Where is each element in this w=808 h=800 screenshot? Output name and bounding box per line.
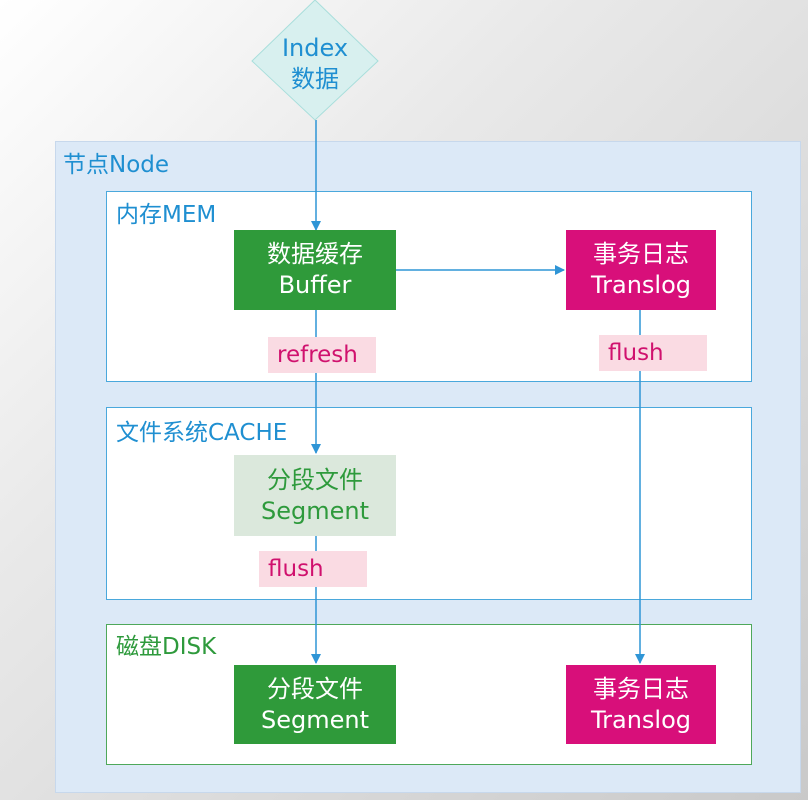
translog-line1: 事务日志 [593,240,689,268]
cache-segment-line1: 分段文件 [267,465,363,494]
index-text-line1: Index [281,34,349,62]
buffer-line1: 数据缓存 [267,240,363,268]
buffer-box: 数据缓存 Buffer [234,230,396,310]
mem-flush-tag: flush [599,335,707,371]
disk-translog-line1: 事务日志 [593,674,689,703]
cache-flush-tag: flush [259,551,367,587]
node-label: 节点Node [63,152,170,178]
cache-segment-line2: Segment [261,496,369,525]
translog-line2: Translog [590,271,691,299]
disk-translog-box: 事务日志 Translog [566,665,716,744]
disk-translog-line2: Translog [590,705,691,734]
disk-segment-box: 分段文件 Segment [234,665,396,744]
index-diamond [251,0,379,121]
cache-segment-box: 分段文件 Segment [234,455,396,536]
index-text-line2: 数据 [291,65,339,93]
disk-segment-line1: 分段文件 [267,674,363,703]
disk-label: 磁盘DISK [116,634,217,660]
translog-box: 事务日志 Translog [566,230,716,310]
disk-segment-line2: Segment [261,705,369,734]
cache-section [106,407,752,600]
index-text: Index 数据 [250,33,380,95]
mem-label: 内存MEM [116,202,217,228]
refresh-tag: refresh [268,337,376,373]
buffer-line2: Buffer [278,271,352,299]
cache-label: 文件系统CACHE [116,420,288,446]
